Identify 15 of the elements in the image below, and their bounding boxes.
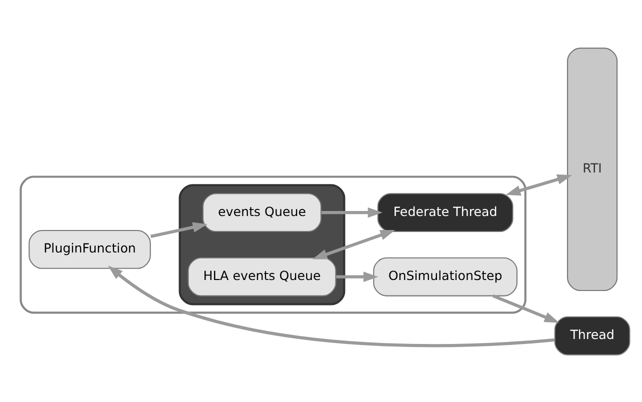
- node-box: Thread: [554, 316, 630, 355]
- cluster: [178, 184, 346, 305]
- node-box: HLA events Queue: [188, 256, 336, 296]
- node-box: RTI: [567, 47, 618, 291]
- node-box: PluginFunction: [28, 229, 151, 268]
- arrow: [506, 174, 572, 196]
- arrow: [108, 265, 555, 347]
- arrow: [321, 206, 383, 218]
- node-box: events Queue: [202, 192, 322, 232]
- cluster: [20, 175, 526, 314]
- node-box: Federate Thread: [377, 192, 514, 232]
- arrow: [336, 271, 378, 282]
- arrow: [312, 230, 396, 259]
- node-box: OnSimulationStep: [373, 256, 518, 296]
- arrow: [150, 222, 208, 238]
